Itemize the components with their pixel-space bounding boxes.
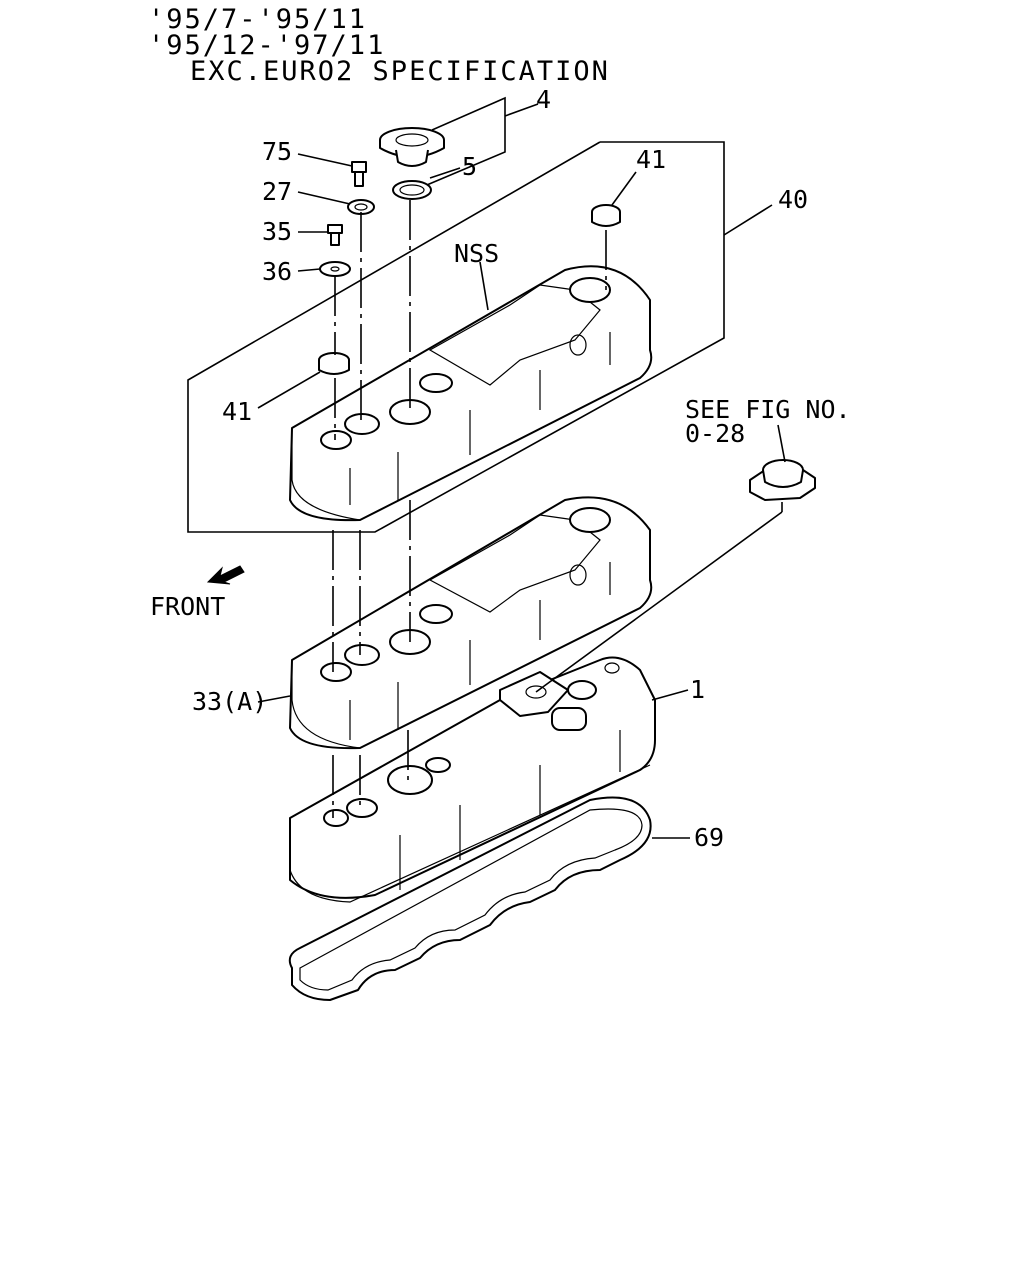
bracket-40 xyxy=(187,141,725,533)
label-part-27: 27 xyxy=(262,177,292,206)
bracket-4-5 xyxy=(414,96,539,191)
explode-lines xyxy=(332,200,783,818)
bolt-75 xyxy=(351,161,367,187)
grommet-41-top xyxy=(591,204,621,227)
washer-27 xyxy=(347,199,375,215)
label-see-fig-number: 0-28 xyxy=(685,419,745,448)
label-see-fig: SEE FIG NO. xyxy=(685,395,851,424)
oil-filler-cap xyxy=(379,127,445,167)
label-part-41-left: 41 xyxy=(222,397,252,426)
bolt-35 xyxy=(327,224,343,246)
label-part-75: 75 xyxy=(262,137,292,166)
label-part-35: 35 xyxy=(262,217,292,246)
label-part-69: 69 xyxy=(694,823,724,852)
cover-upper xyxy=(289,265,653,522)
label-part-40: 40 xyxy=(778,185,808,214)
header-specification: EXC.EURO2 SPECIFICATION xyxy=(190,56,610,87)
pcv-valve xyxy=(749,459,816,501)
washer-36 xyxy=(319,261,351,277)
gasket-69 xyxy=(288,796,652,1001)
label-part-4: 4 xyxy=(536,85,551,114)
header-date-range-1: '95/7-'95/11 xyxy=(148,4,367,35)
o-ring xyxy=(392,180,432,200)
label-front: FRONT xyxy=(150,592,225,621)
header-date-range-2: '95/12-'97/11 xyxy=(148,30,385,61)
label-part-5: 5 xyxy=(462,152,477,181)
label-part-36: 36 xyxy=(262,257,292,286)
label-part-41-top: 41 xyxy=(636,145,666,174)
grommet-41-left xyxy=(318,352,350,375)
front-arrow-icon xyxy=(206,565,245,585)
leader-lines xyxy=(257,153,786,839)
label-nss: NSS xyxy=(454,239,499,268)
label-part-33a: 33(A) xyxy=(192,687,267,716)
label-part-1: 1 xyxy=(690,675,705,704)
head-cover xyxy=(289,656,656,903)
